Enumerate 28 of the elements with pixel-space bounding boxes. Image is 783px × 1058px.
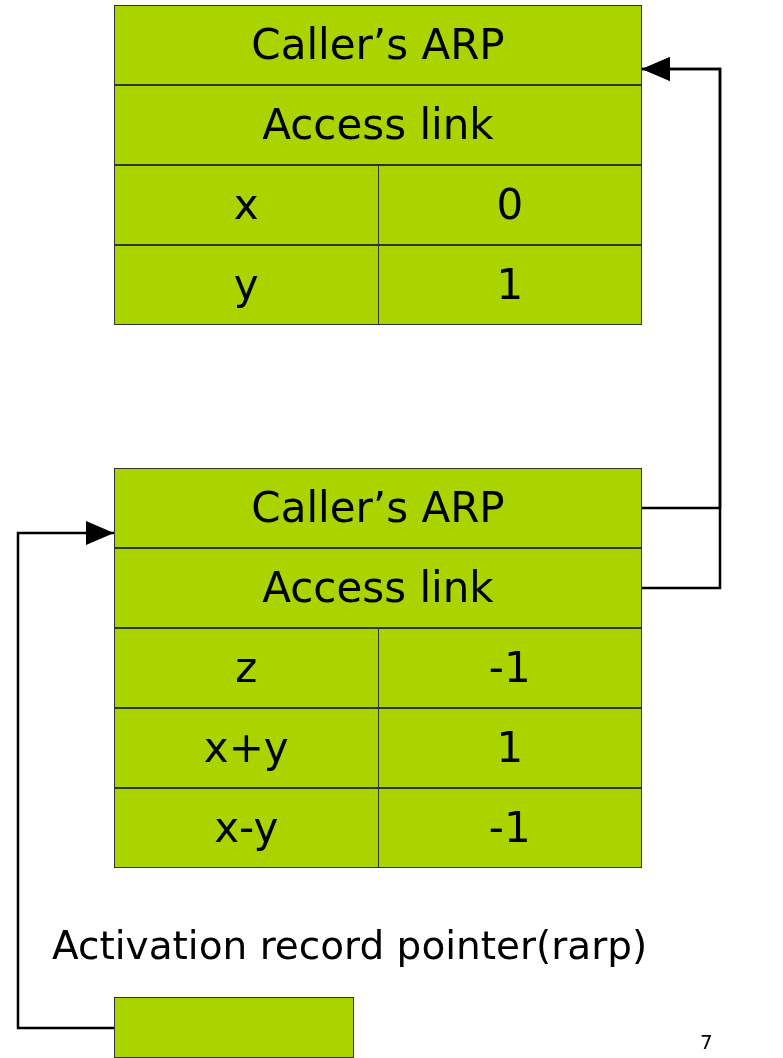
cell-value: -1 — [488, 647, 531, 689]
cell-value: -1 — [488, 807, 531, 849]
cell-name: x+y — [203, 723, 289, 772]
cell-value: 1 — [496, 727, 524, 769]
arrow — [16, 521, 114, 1030]
pointer-caption: Activation record pointer(rarp) — [52, 923, 648, 968]
pointer-box — [114, 997, 354, 1058]
cell-value: 0 — [496, 184, 524, 226]
row-label: Caller’s ARP — [251, 24, 505, 66]
record-row — [114, 708, 642, 788]
record-row — [114, 85, 642, 165]
record-row — [114, 165, 642, 245]
row-label: Caller’s ARP — [251, 487, 505, 529]
page-number: 7 — [700, 1030, 713, 1054]
row-label: Access link — [262, 104, 494, 146]
row-label: Access link — [262, 567, 494, 609]
cell-name: x — [233, 180, 259, 229]
record-row — [114, 548, 642, 628]
record-row — [114, 788, 642, 868]
record-row — [114, 5, 642, 85]
arrow — [642, 57, 722, 590]
cell-name: y — [233, 260, 259, 309]
record-row — [114, 245, 642, 325]
cell-name: x-y — [214, 803, 279, 852]
record-row — [114, 628, 642, 708]
cell-value: 1 — [496, 264, 524, 306]
record-row — [114, 468, 642, 548]
cell-name: z — [235, 643, 258, 692]
